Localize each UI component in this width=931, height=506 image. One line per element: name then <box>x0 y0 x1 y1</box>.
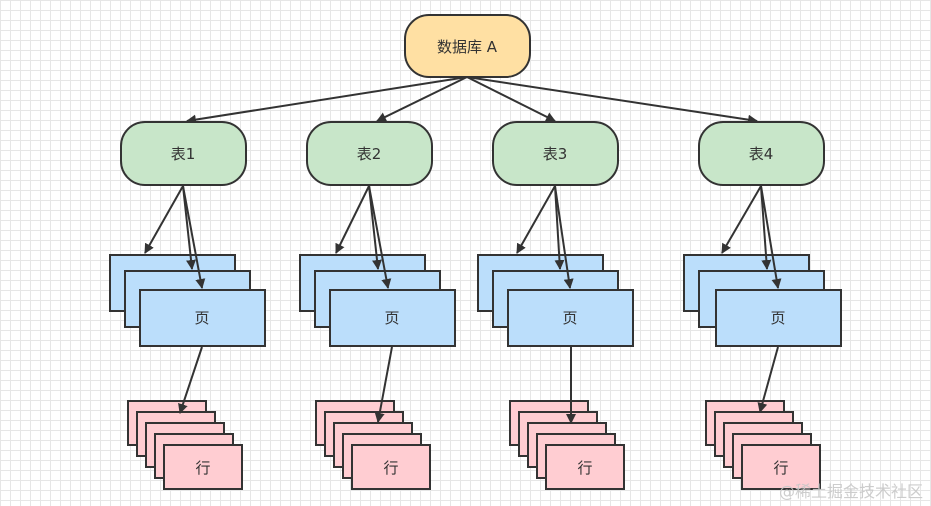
arrow-db-to-table1 <box>186 76 468 125</box>
page-label: 页 <box>384 309 399 327</box>
table-label: 表2 <box>357 145 382 163</box>
table-label: 表4 <box>749 145 774 163</box>
row-label: 行 <box>195 459 210 477</box>
row-label: 行 <box>577 459 592 477</box>
page-stack-3: 页 <box>477 254 634 347</box>
table-node-4: 表4 <box>698 121 825 186</box>
database-label: 数据库 A <box>437 38 498 56</box>
row-stack-1: 行 <box>127 400 243 490</box>
page-label: 页 <box>194 309 209 327</box>
row-stack-3: 行 <box>509 400 625 490</box>
arrow-db-to-table4 <box>466 76 758 125</box>
watermark-text: @稀土掘金技术社区 <box>778 482 923 501</box>
page-stack-2: 页 <box>299 254 456 347</box>
connector-arrows <box>186 76 758 125</box>
row-stack-2: 行 <box>315 400 431 490</box>
page-label: 页 <box>770 309 785 327</box>
arrow-db-to-table2 <box>376 76 468 122</box>
table-label: 表3 <box>543 145 568 163</box>
row-label: 行 <box>383 459 398 477</box>
table-node-1: 表1 <box>120 121 247 186</box>
table-node-2: 表2 <box>306 121 433 186</box>
database-node: 数据库 A <box>404 14 531 78</box>
page-stack-1: 页 <box>109 254 266 347</box>
arrow-db-to-table3 <box>466 76 556 122</box>
row-stack-4: 行 <box>705 400 821 490</box>
row-label: 行 <box>773 459 788 477</box>
table-label: 表1 <box>171 145 196 163</box>
table-to-page-arrows <box>144 185 782 424</box>
page-label: 页 <box>562 309 577 327</box>
page-stack-4: 页 <box>683 254 842 347</box>
table-node-3: 表3 <box>492 121 619 186</box>
